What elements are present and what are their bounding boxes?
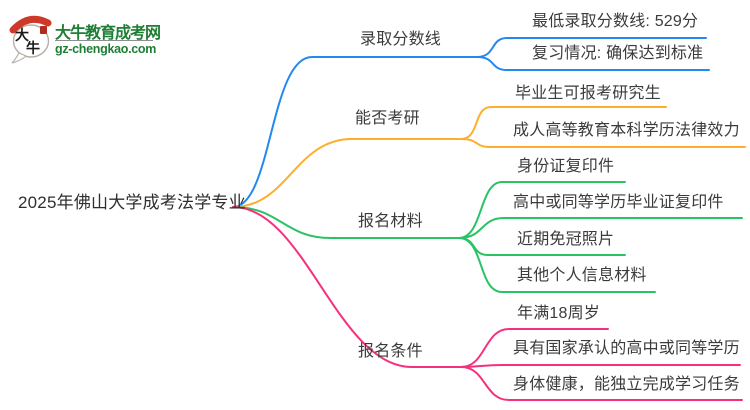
- branch-label-admission-score: 录取分数线: [360, 31, 442, 48]
- mindmap-root-label: 2025年佛山大学成考法学专业: [18, 193, 246, 212]
- branch-label-materials: 报名材料: [358, 213, 423, 230]
- leaf-graduates-postgraduate: 毕业生可报考研究生: [515, 85, 661, 102]
- logo-divider: [55, 40, 153, 41]
- leaf-review-status: 复习情况: 确保达到标准: [532, 45, 704, 62]
- leaf-health-condition: 身体健康，能独立完成学习任务: [513, 376, 740, 393]
- branch-label-postgraduate: 能否考研: [355, 110, 420, 127]
- leaf-age-18: 年满18周岁: [517, 305, 600, 322]
- branch-curve-admission-score: [232, 37, 710, 208]
- leaf-id-card-copy: 身份证复印件: [517, 158, 615, 175]
- leaf-degree-legal-validity: 成人高等教育本科学历法律效力: [513, 122, 740, 139]
- leaf-min-admission-score: 最低录取分数线: 529分: [532, 13, 699, 30]
- leaf-recognized-education: 具有国家承认的高中或同等学历: [513, 340, 740, 357]
- daniu-speech-bubble-icon: 大 牛: [9, 15, 52, 64]
- leaf-other-materials: 其他个人信息材料: [517, 267, 647, 284]
- logo-icon-char-2: 牛: [26, 40, 40, 56]
- logo-site-name: 大牛教育成考网: [55, 25, 161, 42]
- site-logo: 大 牛 大牛教育成考网 gz-chengkao.com: [8, 10, 208, 65]
- branch-curve-materials: [232, 181, 743, 293]
- leaf-diploma-copy: 高中或同等学历毕业证复印件: [513, 194, 724, 211]
- leaf-recent-photo: 近期免冠照片: [517, 231, 615, 248]
- branch-curve-postgraduate: [232, 106, 746, 208]
- branch-curve-requirements: [232, 206, 743, 401]
- branch-label-requirements: 报名条件: [358, 343, 423, 360]
- logo-icon-char-1: 大: [15, 27, 29, 43]
- logo-site-domain: gz-chengkao.com: [55, 42, 157, 56]
